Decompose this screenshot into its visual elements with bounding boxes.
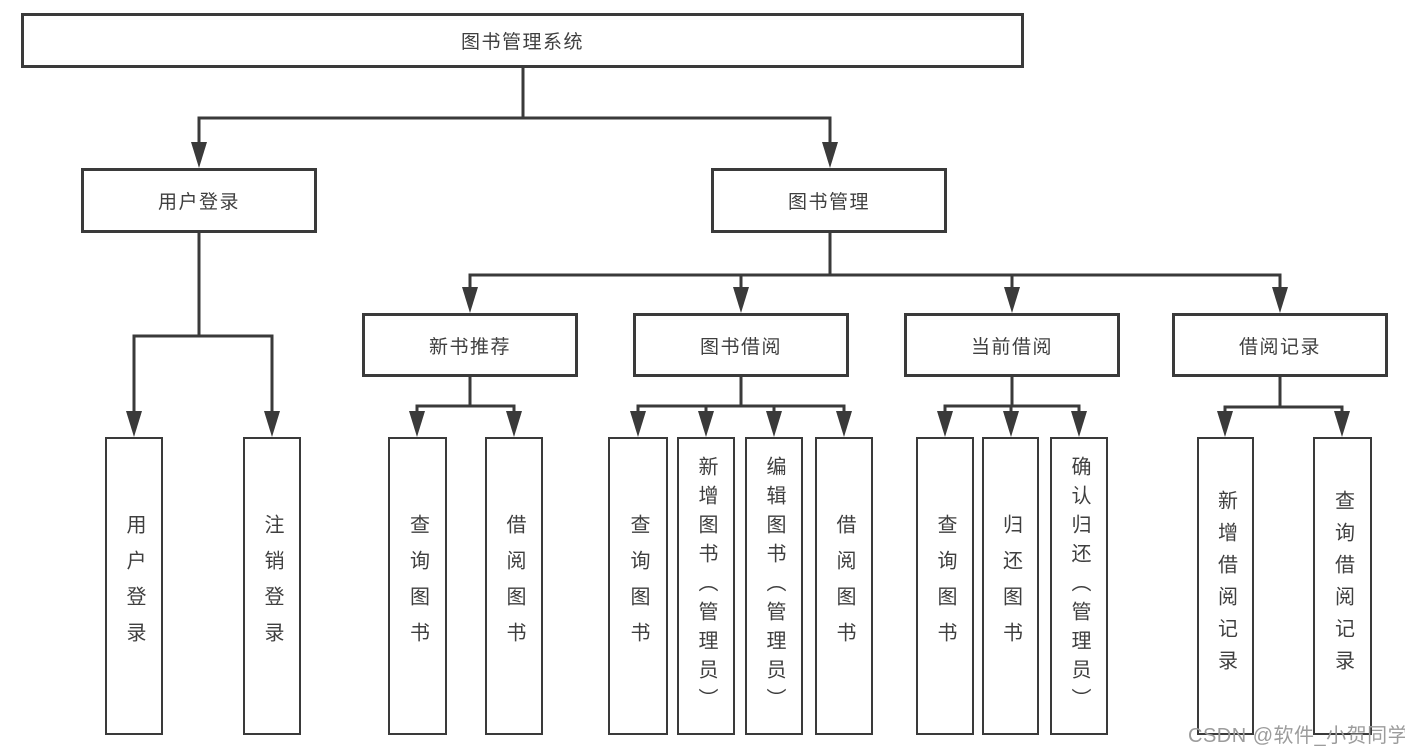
node-leaf-borrow-books-2: 借阅图书 — [815, 437, 873, 735]
node-label: 查询图书 — [934, 514, 956, 658]
node-leaf-user-login: 用户登录 — [105, 437, 163, 735]
node-label: 图书借阅 — [699, 336, 782, 358]
node-borrow-records: 借阅记录 — [1172, 313, 1388, 377]
node-leaf-query-borrow-record: 查询借阅记录 — [1313, 437, 1372, 735]
node-leaf-query-books-1: 查询图书 — [388, 437, 447, 735]
node-label: 借阅图书 — [503, 514, 525, 658]
node-leaf-return-books: 归还图书 — [982, 437, 1039, 735]
node-label: 查询图书 — [627, 514, 649, 658]
node-leaf-query-books-2: 查询图书 — [608, 437, 668, 735]
node-leaf-query-books-3: 查询图书 — [916, 437, 974, 735]
node-label: 查询借阅记录 — [1331, 490, 1354, 682]
node-label: 图书管理 — [787, 192, 870, 213]
node-leaf-confirm-return-admin: 确认归还（管理员） — [1050, 437, 1108, 735]
node-label: 确认归还（管理员） — [1068, 455, 1090, 717]
node-label: 借阅图书 — [833, 514, 855, 658]
node-leaf-add-borrow-record: 新增借阅记录 — [1197, 437, 1254, 735]
node-leaf-edit-books-admin: 编辑图书（管理员） — [745, 437, 803, 735]
node-book-borrow: 图书借阅 — [633, 313, 849, 377]
node-label: 编辑图书（管理员） — [763, 455, 785, 717]
node-user-login: 用户登录 — [81, 168, 317, 233]
node-current-borrow: 当前借阅 — [904, 313, 1120, 377]
csdn-watermark: CSDN @软件_小贺同学 — [1188, 725, 1405, 747]
node-label: 新增图书（管理员） — [695, 455, 717, 717]
node-label: 注销登录 — [261, 514, 283, 658]
node-leaf-borrow-books-1: 借阅图书 — [485, 437, 543, 735]
arrowhead-icons — [126, 142, 1350, 437]
node-label: 新书推荐 — [428, 336, 511, 358]
node-book-management: 图书管理 — [711, 168, 947, 233]
node-label: 借阅记录 — [1238, 336, 1321, 358]
node-label: 图书管理系统 — [460, 32, 584, 53]
node-label: 新增借阅记录 — [1214, 490, 1237, 682]
node-label: 用户登录 — [157, 192, 240, 213]
node-label: 用户登录 — [123, 514, 145, 658]
node-leaf-add-books-admin: 新增图书（管理员） — [677, 437, 735, 735]
node-label: 归还图书 — [999, 514, 1022, 658]
node-leaf-logout: 注销登录 — [243, 437, 301, 735]
node-label: 当前借阅 — [970, 336, 1053, 358]
node-new-book-recommend: 新书推荐 — [362, 313, 578, 377]
node-library-management-system: 图书管理系统 — [21, 13, 1024, 68]
node-label: 查询图书 — [406, 514, 429, 658]
